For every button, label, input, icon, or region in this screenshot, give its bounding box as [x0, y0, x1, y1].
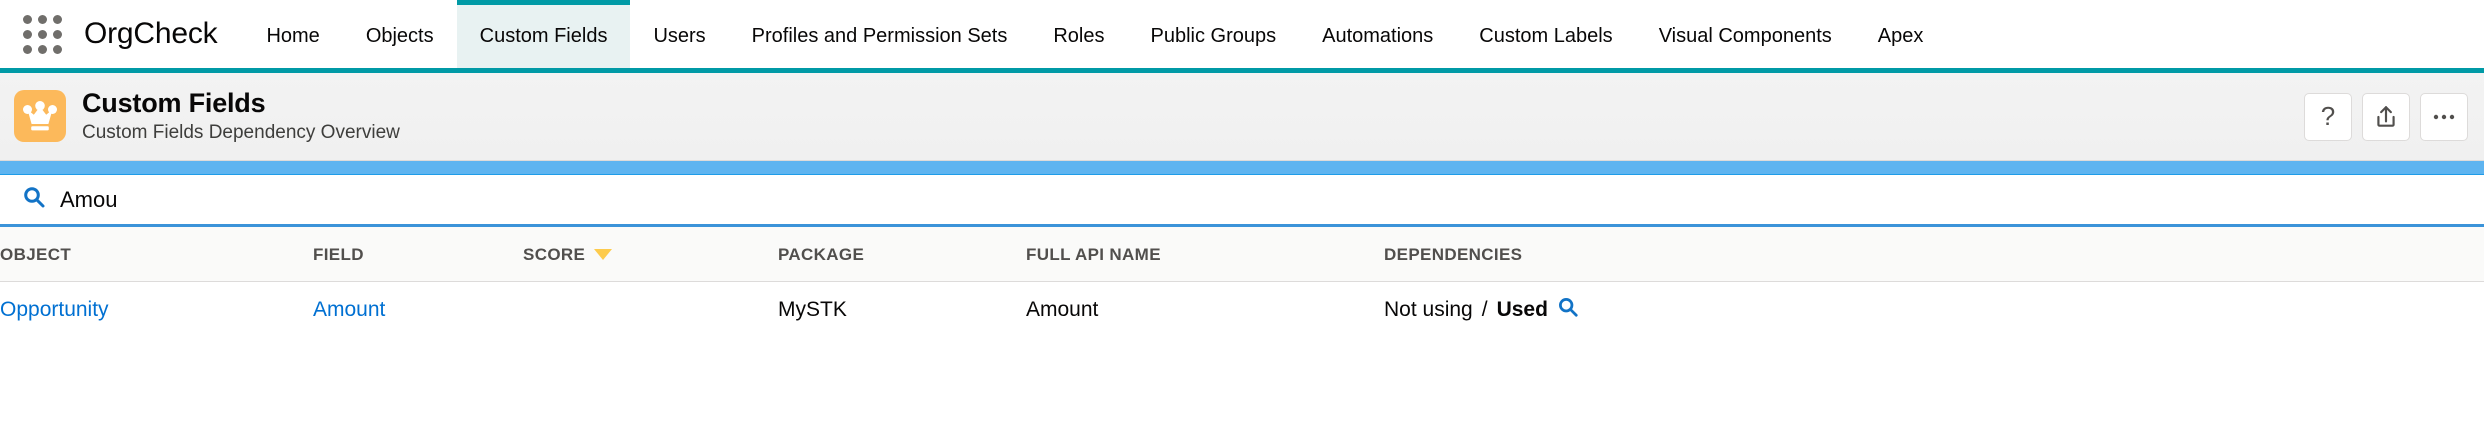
accent-strip	[0, 161, 2484, 175]
dependencies-used-label: Used	[1496, 298, 1548, 322]
object-link[interactable]: Opportunity	[0, 298, 109, 322]
dependencies-separator: /	[1481, 298, 1488, 322]
nav-item-public-groups[interactable]: Public Groups	[1150, 25, 1277, 47]
nav-item-home[interactable]: Home	[266, 25, 320, 47]
dependencies-not-using-label: Not using	[1384, 298, 1473, 322]
table-header-row: OBJECT FIELD SCORE PACKAGE FULL API NAME…	[0, 227, 2484, 282]
column-header-full-api-name-label: FULL API NAME	[1026, 244, 1161, 264]
page-header: Custom Fields Custom Fields Dependency O…	[0, 73, 2484, 161]
cell-package: MySTK	[778, 298, 847, 322]
nav-bottom-rule	[0, 68, 2484, 73]
dependencies-search-icon[interactable]	[1557, 296, 1579, 324]
cell-score	[523, 281, 778, 339]
nav-item-visual-components[interactable]: Visual Components	[1658, 25, 1832, 47]
column-header-field[interactable]: FIELD	[313, 227, 523, 282]
field-link[interactable]: Amount	[313, 298, 386, 322]
more-button[interactable]	[2420, 92, 2468, 141]
cell-full-api-name: Amount	[1026, 298, 1099, 322]
nav-item-roles[interactable]: Roles	[1053, 25, 1105, 47]
column-header-object-label: OBJECT	[0, 244, 72, 264]
sort-descending-icon[interactable]	[594, 249, 613, 261]
search-input[interactable]	[60, 186, 660, 213]
help-button[interactable]: ?	[2304, 92, 2352, 141]
column-header-dependencies[interactable]: DEPENDENCIES	[1384, 227, 2484, 282]
column-header-field-label: FIELD	[313, 244, 364, 264]
page-title-block: Custom Fields Custom Fields Dependency O…	[82, 88, 400, 146]
page-header-left: Custom Fields Custom Fields Dependency O…	[14, 88, 400, 146]
nav-item-apex[interactable]: Apex	[1877, 25, 1924, 47]
nav-item-objects[interactable]: Objects	[365, 25, 434, 47]
question-mark-icon: ?	[2320, 101, 2336, 131]
column-header-object[interactable]: OBJECT	[0, 227, 313, 282]
search-icon	[22, 185, 46, 214]
cell-field: Amount	[313, 281, 523, 339]
nav-item-custom-labels[interactable]: Custom Labels	[1479, 25, 1613, 47]
nav-item-list: Home Objects Custom Fields Users Profile…	[243, 0, 2484, 68]
export-button[interactable]	[2362, 92, 2410, 141]
brand-title: OrgCheck	[84, 17, 218, 50]
nav-item-profiles-and-permission-sets[interactable]: Profiles and Permission Sets	[751, 25, 1008, 47]
custom-fields-table: OBJECT FIELD SCORE PACKAGE FULL API NAME…	[0, 227, 2484, 339]
crown-icon	[14, 90, 66, 143]
top-navigation-bar: OrgCheck Home Objects Custom Fields User…	[0, 0, 2484, 68]
waffle-grid-icon	[22, 14, 62, 54]
column-header-score[interactable]: SCORE	[523, 227, 778, 282]
column-header-full-api-name[interactable]: FULL API NAME	[1026, 227, 1384, 282]
page-title: Custom Fields	[82, 87, 266, 118]
cell-dependencies: Not using / Used	[1384, 281, 2484, 339]
nav-item-users[interactable]: Users	[653, 25, 706, 47]
column-header-package-label: PACKAGE	[778, 244, 865, 264]
nav-item-custom-fields[interactable]: Custom Fields	[456, 0, 631, 68]
page-header-actions: ?	[2304, 92, 2468, 141]
table-row[interactable]: Opportunity Amount MySTK Amount Not usin…	[0, 281, 2484, 339]
ellipsis-icon	[2432, 113, 2456, 121]
upload-share-icon	[2373, 104, 2399, 130]
column-header-package[interactable]: PACKAGE	[778, 227, 1026, 282]
cell-object: Opportunity	[0, 281, 313, 339]
column-header-score-label: SCORE	[523, 244, 586, 264]
search-row	[0, 175, 2484, 227]
app-launcher-button[interactable]	[0, 0, 84, 68]
page-subtitle: Custom Fields Dependency Overview	[82, 121, 400, 143]
nav-item-automations[interactable]: Automations	[1322, 25, 1434, 47]
column-header-dependencies-label: DEPENDENCIES	[1384, 244, 1523, 264]
